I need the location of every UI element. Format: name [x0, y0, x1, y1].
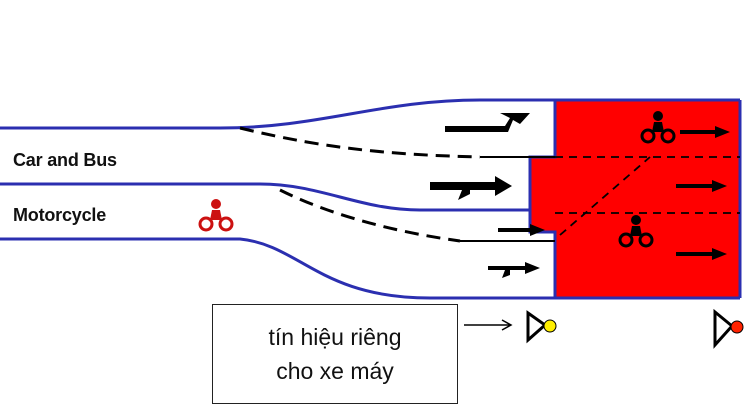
arrow-straight-icon	[488, 262, 540, 278]
zone-arrows	[676, 126, 730, 260]
arrow-straight-icon	[676, 248, 727, 260]
callout-line-2: cho xe máy	[276, 358, 394, 384]
callout-line-1: tín hiệu riêng	[268, 324, 402, 350]
arrow-straight-icon	[430, 176, 512, 200]
lane-label-car-and-bus: Car and Bus	[13, 150, 117, 170]
traffic-signal-icon	[713, 308, 744, 349]
lane-arrows	[430, 113, 545, 278]
callout-box: tín hiệu riêng cho xe máy	[212, 304, 458, 404]
callout-pointer-arrow	[464, 319, 513, 331]
dashed-lane-lines	[239, 126, 481, 243]
motorcycle-icon	[618, 215, 654, 248]
road-bottom-edge	[0, 237, 740, 300]
motorcycle-icon	[640, 111, 676, 144]
arrow-straight-icon	[680, 126, 730, 138]
lane-divider	[0, 182, 530, 212]
arrow-turn-icon	[445, 113, 530, 132]
arrow-straight-icon	[498, 224, 545, 236]
road-top-edge	[0, 98, 740, 130]
road-outline	[0, 98, 742, 300]
motorcycle-icon	[198, 199, 234, 232]
lane-label-motorcycle: Motorcycle	[13, 205, 107, 225]
arrow-straight-icon	[676, 180, 727, 192]
advanced-stop-zone	[530, 100, 740, 298]
traffic-signal-icon	[526, 310, 557, 344]
